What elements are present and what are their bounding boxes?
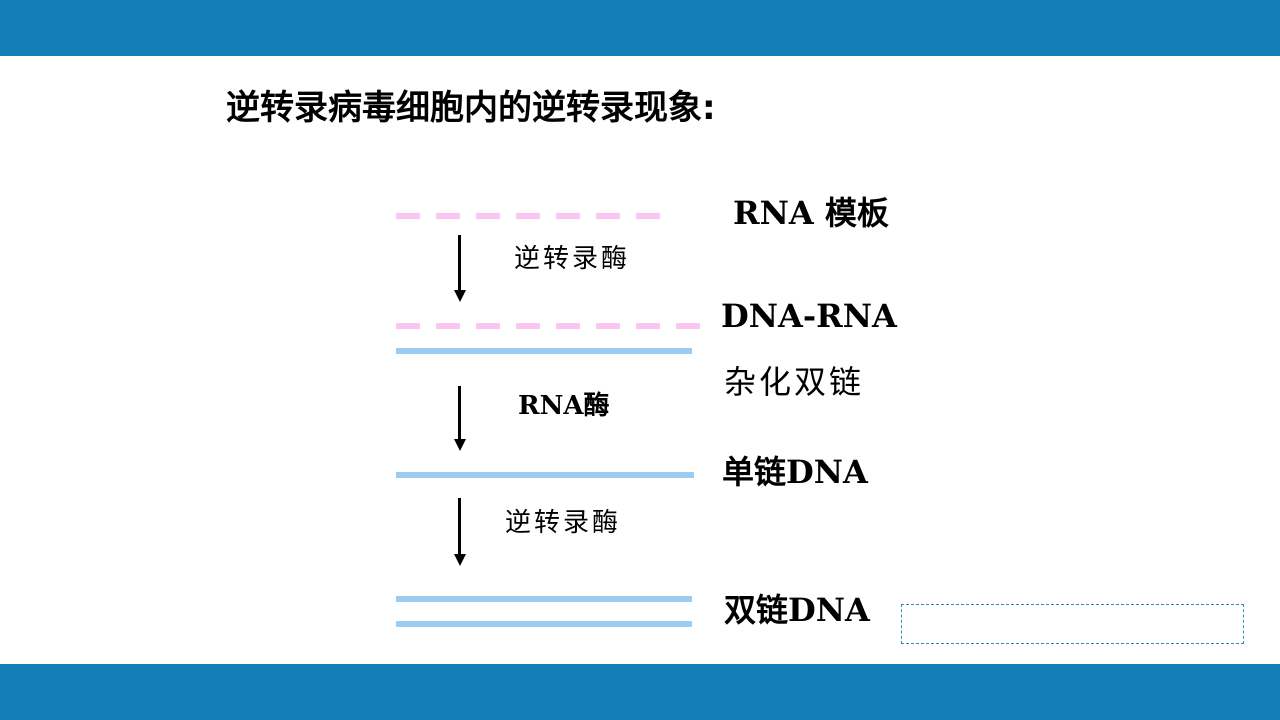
- stage-label-dna-rna: DNA-RNA: [721, 297, 897, 335]
- slide-title: 逆转录病毒细胞内的逆转录现象:: [226, 88, 716, 128]
- arrow-down-icon: [453, 235, 467, 302]
- double-dna-strand-top: [396, 596, 692, 602]
- enzyme-label-rnase: RNA酶: [518, 391, 610, 421]
- stage-label-single-strand-dna: 单链DNA: [722, 453, 868, 491]
- empty-text-box[interactable]: [901, 604, 1244, 644]
- hybrid-rna-strand: [396, 323, 700, 329]
- enzyme-label-reverse-transcriptase: 逆转录酶: [505, 508, 622, 538]
- enzyme-label-reverse-transcriptase: 逆转录酶: [514, 244, 631, 274]
- top-banner: [0, 0, 1280, 56]
- rna-template-strand: [396, 213, 676, 219]
- arrow-down-icon: [453, 386, 467, 451]
- single-dna-strand: [396, 472, 694, 478]
- bottom-banner: [0, 664, 1280, 720]
- arrow-down-icon: [453, 498, 467, 566]
- double-dna-strand-bottom: [396, 621, 692, 627]
- hybrid-dna-strand: [396, 348, 692, 354]
- stage-label-rna-template: RNA 模板: [733, 194, 889, 232]
- stage-label-hybrid-duplex: 杂化双链: [724, 363, 865, 401]
- stage-label-double-strand-dna: 双链DNA: [724, 591, 870, 629]
